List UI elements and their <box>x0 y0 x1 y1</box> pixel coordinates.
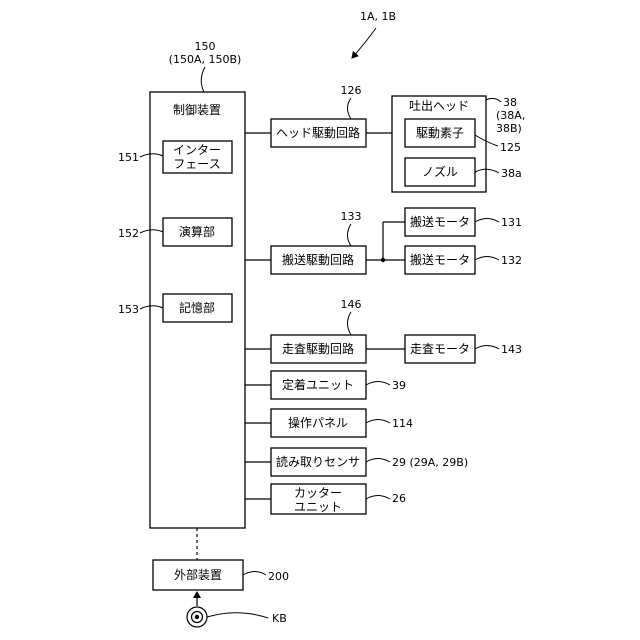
conveyance-drive-ref: 133 <box>341 210 362 223</box>
figure-ref-arrow <box>352 28 376 58</box>
operation-panel-leader <box>366 420 390 424</box>
keyboard-ref: KB <box>272 612 287 625</box>
controller-title: 制御装置 <box>173 102 221 117</box>
cutter-unit-leader <box>366 496 390 500</box>
drive-element-ref: 125 <box>500 141 521 154</box>
fixing-unit-label: 定着ユニット <box>282 377 354 392</box>
controller-ref-leader <box>201 67 205 92</box>
scan-drive-leader <box>348 312 352 335</box>
read-sensor-ref: 29 (29A, 29B) <box>392 456 468 469</box>
external-device-leader <box>243 572 266 576</box>
external-device-ref: 200 <box>268 570 289 583</box>
drive-element-label: 駆動素子 <box>416 126 464 140</box>
head-drive-leader <box>348 98 352 119</box>
scan-drive-label: 走査駆動回路 <box>282 341 354 356</box>
interface-label-line2: フェース <box>173 157 220 171</box>
external-device-label: 外部装置 <box>174 567 222 582</box>
cutter-unit-label-line2: ユニット <box>294 500 342 514</box>
scan-motor-ref: 143 <box>501 343 522 356</box>
cutter-unit-label-line1: カッター <box>294 486 342 500</box>
nozzle-ref: 38a <box>501 167 522 180</box>
ejection-head-ref-sub1: (38A, <box>496 109 525 122</box>
scan-drive-ref: 146 <box>341 298 362 311</box>
keyboard-leader <box>207 613 268 618</box>
ejection-head-label: 吐出ヘッド <box>409 99 469 113</box>
figure-ref-label: 1A, 1B <box>360 10 396 23</box>
scan-motor-label: 走査モータ <box>410 342 470 356</box>
interface-label-line1: インター <box>173 143 221 157</box>
conveyance-junction-dot <box>381 258 385 262</box>
fixing-unit-ref: 39 <box>392 379 406 392</box>
conveyance-motor-1-ref: 131 <box>501 216 522 229</box>
cutter-unit-ref: 26 <box>392 492 406 505</box>
memory-label: 記憶部 <box>179 300 215 315</box>
keyboard-icon-center <box>195 615 199 619</box>
nozzle-label: ノズル <box>422 164 458 179</box>
conveyance-motor-2-ref: 132 <box>501 254 522 267</box>
conveyance-motor-2-leader <box>475 257 499 261</box>
conveyance-motor-2-label: 搬送モータ <box>410 252 470 267</box>
interface-ref: 151 <box>118 151 139 164</box>
scan-motor-leader <box>475 346 499 350</box>
conveyance-drive-leader <box>348 224 352 246</box>
head-drive-label: ヘッド駆動回路 <box>276 125 360 140</box>
read-sensor-label: 読み取りセンサ <box>276 454 360 469</box>
conveyance-drive-label: 搬送駆動回路 <box>282 252 354 267</box>
memory-ref: 153 <box>118 303 139 316</box>
ejection-head-leader <box>486 98 501 102</box>
ejection-head-ref: 38 <box>503 96 517 109</box>
operation-panel-label: 操作パネル <box>288 415 348 430</box>
conveyance-motor-1-label: 搬送モータ <box>410 214 470 229</box>
ejection-head-ref-sub2: 38B) <box>496 122 522 135</box>
conveyance-motor-1-leader <box>475 219 499 223</box>
controller-ref-sub: (150A, 150B) <box>169 53 242 66</box>
read-sensor-leader <box>366 459 390 463</box>
fixing-unit-leader <box>366 382 390 386</box>
arithmetic-label: 演算部 <box>179 224 215 239</box>
controller-ref: 150 <box>195 40 216 53</box>
operation-panel-ref: 114 <box>392 417 413 430</box>
head-drive-ref: 126 <box>341 84 362 97</box>
arithmetic-ref: 152 <box>118 227 139 240</box>
